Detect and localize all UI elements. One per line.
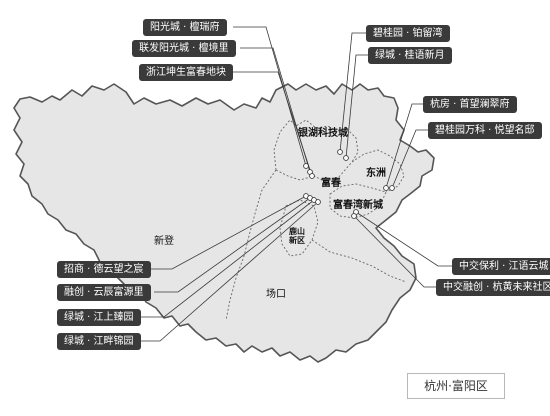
xindeng-boundary (225, 169, 277, 321)
leader-line-p13 (138, 201, 319, 342)
project-label-p10: 招商 · 德云望之宸 (57, 261, 151, 278)
leader-line-p3 (227, 71, 313, 177)
marker-p6 (383, 185, 389, 191)
lushan-boundary (279, 199, 319, 257)
leader-line-p4 (339, 32, 366, 153)
marker-p5 (343, 155, 349, 161)
region-label-dongzhou: 东洲 (366, 168, 386, 179)
project-label-p11: 融创 · 云辰富源里 (57, 284, 151, 301)
region-label-lushan-line1: 鹿山 (289, 227, 305, 236)
leader-line-p12 (139, 199, 315, 318)
region-label-fuchun: 富春 (321, 178, 341, 189)
project-label-p6: 杭房 · 首望澜翠府 (423, 96, 517, 113)
marker-p1 (303, 163, 309, 169)
changkou-boundary (311, 239, 407, 283)
leader-line-p10 (149, 195, 307, 270)
project-label-p2: 联发阳光城 · 檀境里 (132, 40, 236, 57)
region-label-lushan-line2: 新区 (289, 236, 305, 245)
project-label-p12: 绿城 · 江上臻园 (57, 309, 141, 326)
leader-line-p8 (355, 211, 452, 267)
leader-line-p6 (385, 103, 423, 189)
region-label-yinhu: 银湖科技城 (298, 128, 348, 139)
marker-p9 (351, 213, 357, 219)
project-label-p9: 中交融创 · 杭黄未来社区 (436, 279, 550, 296)
region-label-changkou: 场口 (266, 289, 286, 300)
project-label-p5: 绿城 · 桂语新月 (368, 47, 452, 64)
yinhu-boundary (273, 119, 359, 171)
leader-line-p11 (154, 197, 311, 293)
leader-lines (138, 26, 452, 342)
project-label-p1: 阳光城 · 檀瑞府 (143, 19, 227, 36)
marker-p7 (389, 185, 395, 191)
marker-p3 (309, 173, 315, 179)
project-label-p8: 中交保利 · 江语云城 (452, 258, 550, 275)
region-label-lushan: 鹿山 新区 (289, 227, 305, 245)
project-label-p7: 碧桂园万科 · 悦望名邸 (428, 122, 542, 139)
leader-line-p7 (391, 129, 428, 189)
region-label-fuchunwan: 富春湾新城 (333, 200, 383, 211)
map-title: 杭州·富阳区 (407, 373, 505, 399)
region-label-xindeng: 新登 (154, 236, 174, 247)
project-label-p3: 浙江坤生富春地块 (139, 64, 233, 81)
marker-p13 (315, 199, 321, 205)
project-label-p13: 绿城 · 江畔锦园 (57, 333, 141, 350)
project-markers (303, 149, 395, 219)
leader-line-p9 (353, 215, 436, 288)
marker-p4 (337, 149, 343, 155)
project-label-p4: 碧桂园 · 铂留湾 (366, 25, 450, 42)
leader-line-p1 (233, 26, 307, 167)
leader-line-p2 (240, 47, 311, 173)
leader-line-p5 (345, 54, 368, 159)
